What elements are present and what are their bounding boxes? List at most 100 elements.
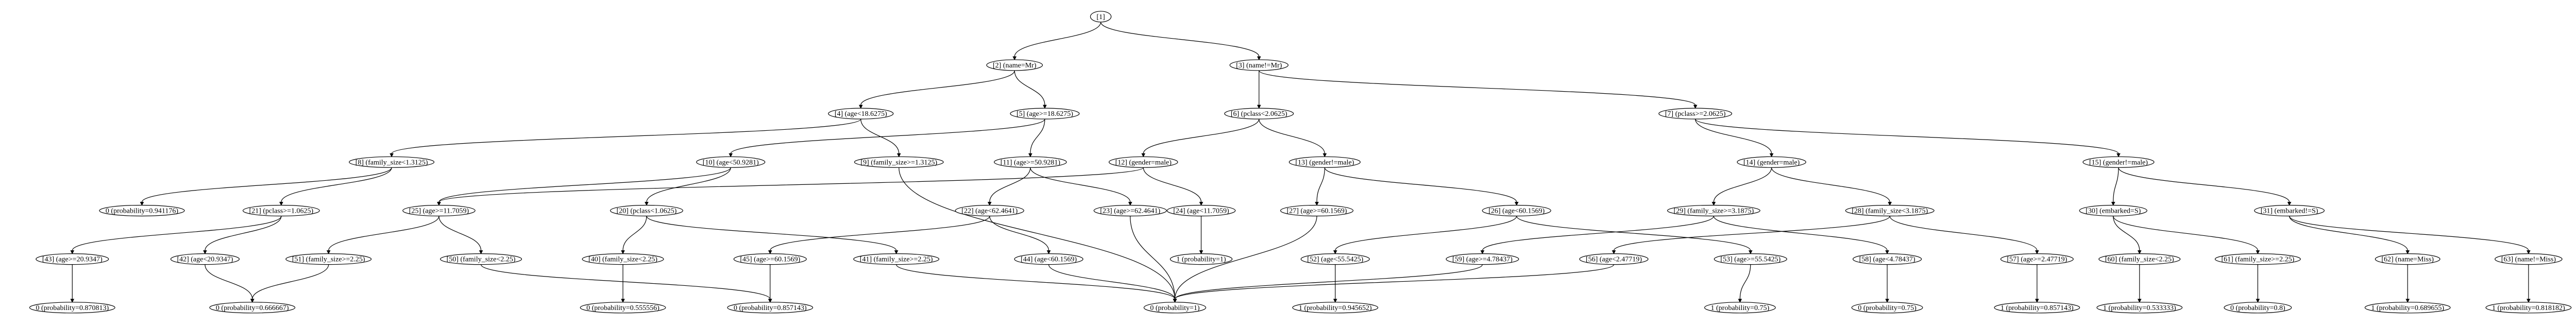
node-label: 1 (probability=0.945652) xyxy=(1299,304,1372,312)
tree-node: [22] (age<62.4641) xyxy=(955,204,1024,217)
node-label: [40] (family_size<2.25) xyxy=(588,256,657,264)
tree-edge xyxy=(1143,167,1202,202)
node-ellipse xyxy=(1170,253,1233,265)
node-label: [50] (family_size<2.25) xyxy=(447,256,516,264)
node-ellipse xyxy=(2096,302,2183,314)
edge-arrowhead xyxy=(1257,56,1261,61)
edge-arrowhead xyxy=(1199,250,1204,254)
edge-arrowhead xyxy=(250,299,255,303)
tree-edge xyxy=(1613,216,1890,251)
tree-node: [13] (gender!=male) xyxy=(1289,156,1361,168)
node-label: [30] (embarked=S) xyxy=(2086,207,2141,215)
node-ellipse xyxy=(1010,108,1080,119)
edge-arrowhead xyxy=(1046,250,1051,254)
node-label: [15] (gender!=male) xyxy=(2089,159,2148,166)
node-label: [62] (name=Miss) xyxy=(2381,256,2434,264)
edge-arrowhead xyxy=(1173,299,1177,303)
edge-arrowhead xyxy=(2111,201,2115,206)
node-ellipse xyxy=(955,204,1024,217)
tree-edge xyxy=(281,167,392,202)
node-label: [31] (embarked!=S) xyxy=(2261,207,2318,215)
node-ellipse xyxy=(582,253,664,265)
edge-arrowhead xyxy=(621,299,625,303)
node-ellipse xyxy=(1108,156,1178,168)
node-label: [26] (age<60.1569) xyxy=(1488,207,1545,215)
edge-arrowhead xyxy=(1612,250,1616,254)
tree-edge xyxy=(1889,216,2038,251)
node-ellipse xyxy=(2485,302,2572,314)
tree-node: [11] (age>=50.9281) xyxy=(994,156,1067,168)
node-label: [7] (pclass>=2.0625) xyxy=(1665,110,1726,118)
node-label: [52] (age<55.5425) xyxy=(1307,256,1363,264)
tree-node: [56] (age<2.47719) xyxy=(1579,253,1649,265)
node-ellipse xyxy=(29,302,115,314)
tree-edge xyxy=(1014,70,1045,106)
node-ellipse xyxy=(1994,302,2080,314)
edge-arrowhead xyxy=(1043,105,1047,109)
tree-node: [24] (age<11.7059) xyxy=(1166,204,1236,217)
edge-arrowhead xyxy=(2256,299,2260,303)
node-label: [21] (pclass>=1.0625) xyxy=(249,207,314,215)
tree-edge xyxy=(1771,167,1890,202)
edge-arrowhead xyxy=(987,201,992,206)
tree-node: [58] (age<4.78437) xyxy=(1852,253,1922,265)
node-label: [42] (age<20.9347) xyxy=(177,256,233,264)
node-ellipse xyxy=(99,204,185,217)
edge-arrowhead xyxy=(279,201,283,206)
edge-arrowhead xyxy=(1888,201,1892,206)
edge-arrowhead xyxy=(859,105,863,109)
node-label: [56] (age<2.47719) xyxy=(1586,256,1642,264)
edge-arrowhead xyxy=(1738,299,1742,303)
edge-arrowhead xyxy=(1315,201,1319,206)
node-label: [43] (age>=20.9347) xyxy=(42,256,103,264)
tree-edge xyxy=(1014,22,1101,57)
edge-arrowhead xyxy=(1012,56,1017,61)
edge-arrowhead xyxy=(1333,299,1337,303)
tree-node: [25] (age>=11.7059) xyxy=(402,204,476,217)
tree-edge xyxy=(1516,216,1751,251)
tree-edge xyxy=(1030,119,1045,154)
node-ellipse xyxy=(1280,204,1353,217)
tree-node: 1 (probability=0.75) xyxy=(1704,302,1776,314)
tree-node: [53] (age>=55.5425) xyxy=(1714,253,1787,265)
tree-node: 0 (probability=0.941176) xyxy=(99,204,185,217)
tree-edge xyxy=(1316,167,1325,202)
tree-node: [27] (age>=60.1569) xyxy=(1280,204,1353,217)
node-label: [27] (age>=60.1569) xyxy=(1287,207,1347,215)
node-label: [23] (age>=62.4641) xyxy=(1100,207,1160,215)
edge-arrowhead xyxy=(768,299,772,303)
tree-edge xyxy=(205,264,253,299)
edge-arrowhead xyxy=(2137,250,2142,254)
node-label: 1 (probability=1) xyxy=(1176,256,1226,264)
node-label: [2] (name=Mr) xyxy=(993,62,1037,70)
tree-node: [45] (age>=60.1569) xyxy=(733,253,807,265)
edge-arrowhead xyxy=(1128,201,1132,206)
tree-edge xyxy=(205,216,282,251)
edge-arrowhead xyxy=(768,250,772,254)
tree-node: [6] (pclass<2.0625) xyxy=(1224,108,1294,119)
node-ellipse xyxy=(986,59,1043,71)
edge-arrowhead xyxy=(1257,105,1261,109)
tree-edge xyxy=(1713,216,1888,251)
tree-edge xyxy=(1048,264,1176,299)
node-label: [58] (age<4.78437) xyxy=(1859,256,1916,264)
edge-arrowhead xyxy=(70,250,75,254)
tree-edge xyxy=(2113,216,2140,251)
edge-arrowhead xyxy=(2035,299,2039,303)
node-label: 1 (probability=0.689655) xyxy=(2371,304,2444,312)
node-ellipse xyxy=(1300,253,1370,265)
tree-edge xyxy=(1174,216,1317,299)
node-label: [14] (gender=male) xyxy=(1743,159,1800,166)
tree-node: [51] (family_size>=2.25) xyxy=(285,253,372,265)
tree-node: 0 (probability=0.666667) xyxy=(209,302,296,314)
edge-arrowhead xyxy=(1480,250,1485,254)
tree-edge xyxy=(2113,167,2119,202)
tree-edge xyxy=(481,264,771,300)
tree-edge xyxy=(1695,118,2119,154)
tree-node: [14] (gender=male) xyxy=(1737,156,1806,168)
node-ellipse xyxy=(1851,302,1923,314)
node-ellipse xyxy=(854,156,944,168)
tree-edge xyxy=(1143,119,1260,154)
tree-node: [23] (age>=62.4641) xyxy=(1093,204,1167,217)
node-ellipse xyxy=(2214,253,2301,265)
